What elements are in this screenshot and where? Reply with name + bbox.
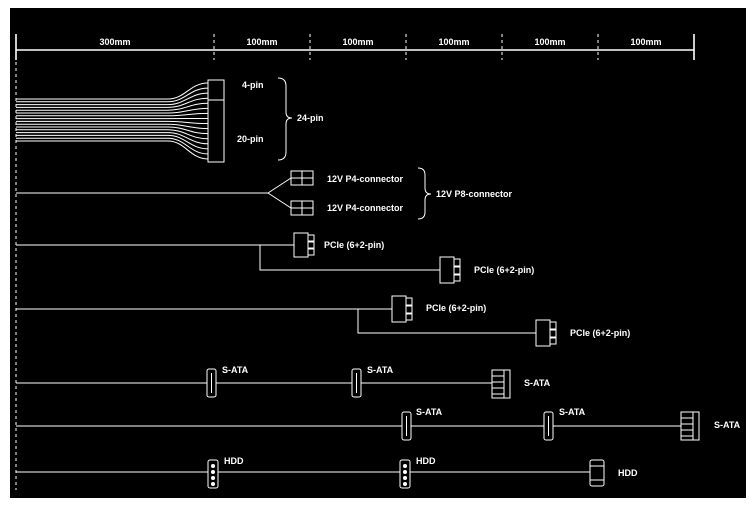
pcie-8pin-connector-icon: [391, 295, 413, 323]
atx-wire: [16, 129, 209, 140]
atx-curly-brace-icon: [277, 77, 293, 161]
pcie-label: PCIe (6+2-pin): [324, 240, 384, 250]
length-ruler: 300mm 100mm 100mm 100mm 100mm 100mm: [15, 34, 695, 60]
atx-wire: [16, 123, 209, 130]
ruler-segment-label: 100mm: [246, 37, 277, 47]
atx-20pin-label: 20-pin: [237, 134, 264, 144]
atx-4pin-label: 4-pin: [242, 80, 264, 90]
cable-split: [267, 192, 292, 209]
eps-lower-label: 12V P4-connector: [327, 203, 404, 213]
sata-cable-2: S-ATA S-ATA S-ATA: [16, 407, 741, 441]
atx-wire-bundle: [16, 82, 209, 160]
atx-wire: [16, 140, 209, 160]
hdd-label: HDD: [224, 456, 244, 466]
cpu-eps-cable: 12V P4-connector 12V P4-connector 12V P8…: [16, 167, 513, 220]
atx-wire: [16, 92, 209, 106]
atx-wire: [16, 102, 209, 111]
atx-4pin-connector-icon: [207, 79, 225, 101]
atx-wire: [16, 137, 209, 155]
atx-20pin-connector-icon: [207, 99, 225, 163]
ruler-segment-label: 100mm: [630, 37, 661, 47]
atx-wire: [16, 134, 209, 150]
atx-wire: [16, 112, 209, 117]
hdd-label: HDD: [416, 456, 436, 466]
sata-label: S-ATA: [559, 407, 586, 417]
molex-end-connector-icon: [589, 459, 605, 487]
psu-cable-diagram: 300mm 100mm 100mm 100mm 100mm 100mm 4-pi…: [15, 34, 741, 490]
atx-wire: [16, 82, 209, 100]
eps-curly-brace-icon: [417, 167, 432, 220]
pcie-label: PCIe (6+2-pin): [570, 328, 630, 338]
cable-line: [357, 309, 536, 334]
ruler-segment-label: 100mm: [342, 37, 373, 47]
sata-label: S-ATA: [367, 365, 394, 375]
atx-wire: [16, 126, 209, 135]
pcie-8pin-connector-icon: [293, 232, 315, 258]
pcie-8pin-connector-icon: [439, 256, 461, 284]
atx-wire: [16, 120, 209, 125]
molex-connector-icon: [399, 459, 411, 489]
atx-24pin-label: 24-pin: [297, 113, 324, 123]
eps-upper-label: 12V P4-connector: [327, 174, 404, 184]
sata-label: S-ATA: [714, 420, 741, 430]
sata-label: S-ATA: [416, 407, 443, 417]
pcie-label: PCIe (6+2-pin): [426, 303, 486, 313]
atx-wire: [16, 87, 209, 103]
sata-label: S-ATA: [222, 365, 249, 375]
cable-split: [267, 177, 292, 194]
hdd-label: HDD: [618, 468, 638, 478]
atx-wire: [16, 107, 209, 114]
atx-24pin-cable: 4-pin 20-pin 24-pin: [16, 77, 324, 163]
pcie-cable-2: PCIe (6+2-pin) PCIe (6+2-pin): [16, 295, 630, 347]
molex-connector-icon: [207, 459, 219, 489]
sata-end-connector-icon: [680, 411, 700, 441]
atx-wire: [16, 97, 209, 108]
diagram-frame: 300mm 100mm 100mm 100mm 100mm 100mm 4-pi…: [10, 8, 746, 498]
eps-8pin-label: 12V P8-connector: [436, 189, 513, 199]
ruler-segment-label: 300mm: [99, 37, 130, 47]
ruler-segment-label: 100mm: [534, 37, 565, 47]
sata-cable-1: S-ATA S-ATA S-ATA: [16, 365, 551, 399]
cable-line: [259, 245, 440, 271]
pcie-cable-1: PCIe (6+2-pin) PCIe (6+2-pin): [16, 232, 534, 284]
sata-end-connector-icon: [491, 369, 511, 399]
hdd-molex-cable: HDD HDD HDD: [16, 456, 638, 489]
atx-wire: [16, 132, 209, 145]
pcie-label: PCIe (6+2-pin): [474, 265, 534, 275]
sata-label: S-ATA: [524, 378, 551, 388]
pcie-8pin-connector-icon: [535, 319, 557, 347]
ruler-segment-label: 100mm: [438, 37, 469, 47]
